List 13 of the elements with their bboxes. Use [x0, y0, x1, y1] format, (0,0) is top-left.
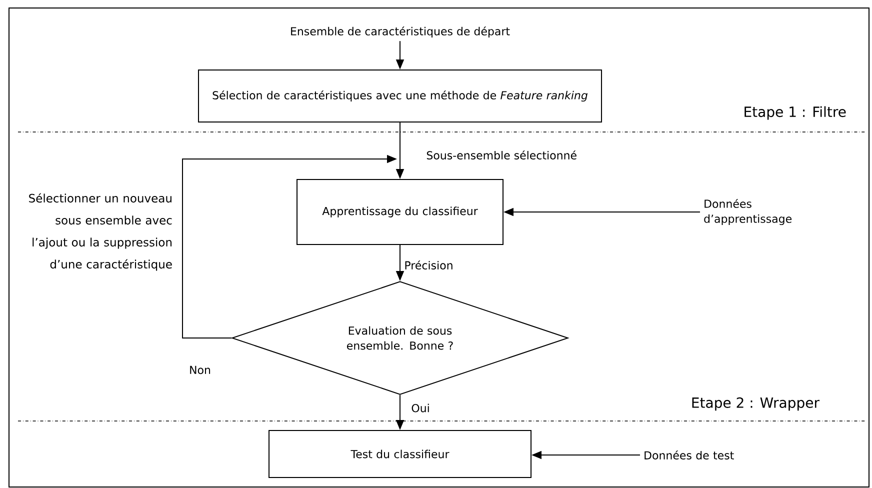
- process-box: Apprentissage du classifieur: [296, 179, 504, 245]
- process-box: Sélection de caractéristiques avec une méthode de Feature ranking: [198, 70, 602, 122]
- edge-label: Oui: [412, 404, 429, 412]
- edge-label: Sous-ensemble sélectionné: [426, 150, 576, 160]
- input-text: Données de test: [644, 450, 734, 460]
- stage-label: Etape 2 : Wrapper: [692, 397, 820, 411]
- stage-label: Etape 1 : Filtre: [744, 106, 846, 120]
- note: Sélectionner un nouveau sous ensemble avec l’ajout ou la suppression d’une caractéristique: [29, 193, 172, 271]
- edge-label: Précision: [405, 260, 452, 270]
- process-box: Test du classifieur: [268, 430, 532, 478]
- input-text: Données d’apprentissage: [704, 198, 792, 226]
- input-text: Ensemble de caractéristiques de départ: [291, 26, 510, 38]
- edge-label: Non: [190, 366, 210, 374]
